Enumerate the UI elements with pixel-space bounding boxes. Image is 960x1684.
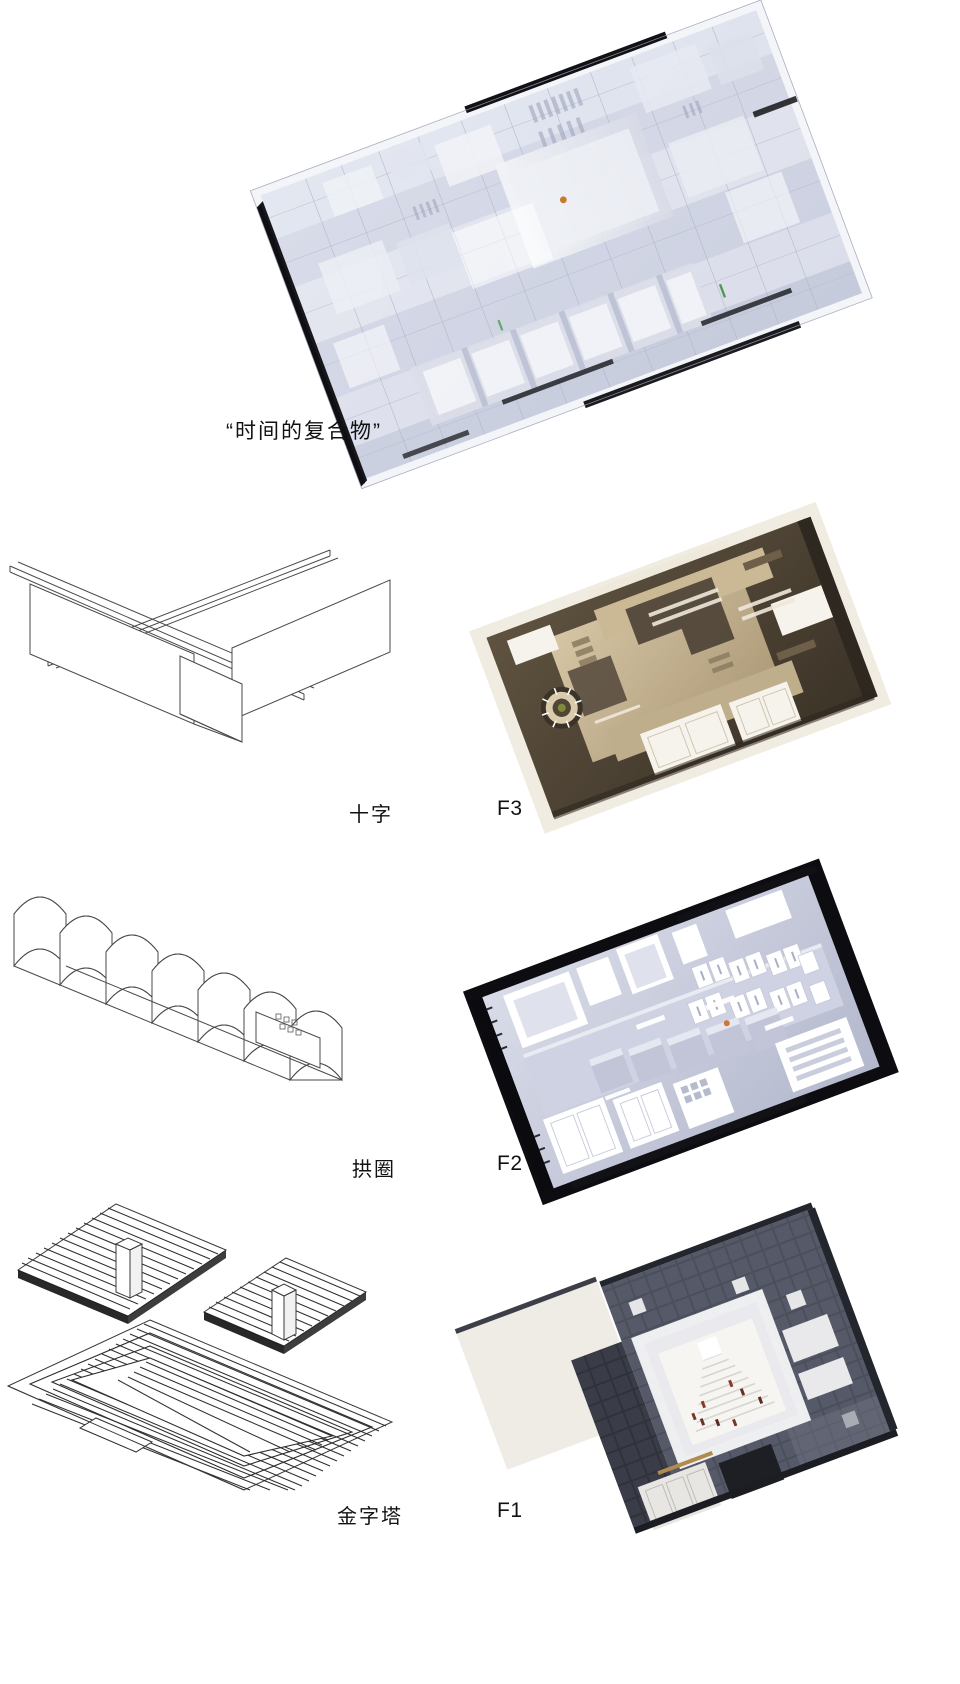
pyramid-plate-upper-left [16,1203,228,1324]
f2-volume [462,858,899,1206]
arch-vault-diagram [4,862,414,1092]
hero-volume [249,0,873,490]
f3-caption: F3 [497,797,523,820]
cross-caption: 十字 [349,804,393,826]
vault-array [13,896,343,1082]
figures [691,1379,764,1427]
arch-caption: 拱圈 [352,1159,396,1181]
floor-plan-f1 [454,1202,906,1558]
f2-caption: F2 [497,1152,523,1175]
hero-caption: “时间的复合物” [226,420,382,443]
pyramid-diagram [0,1190,420,1491]
f3-volume [469,501,892,834]
desk-clusters [687,943,832,1025]
amphitheatre-steps [658,1318,787,1446]
floor-plan-f2 [462,858,899,1206]
f1-volume [454,1202,899,1534]
pyramid-plate-right [202,1257,368,1354]
pyramid-caption: 金字塔 [337,1506,403,1528]
pyramid-base [6,1319,394,1491]
floor-plan-f3 [469,501,892,834]
hero-render [228,0,888,508]
rosette-feature [540,686,583,729]
cross-diagram [4,528,404,768]
f1-caption: F1 [497,1499,523,1522]
